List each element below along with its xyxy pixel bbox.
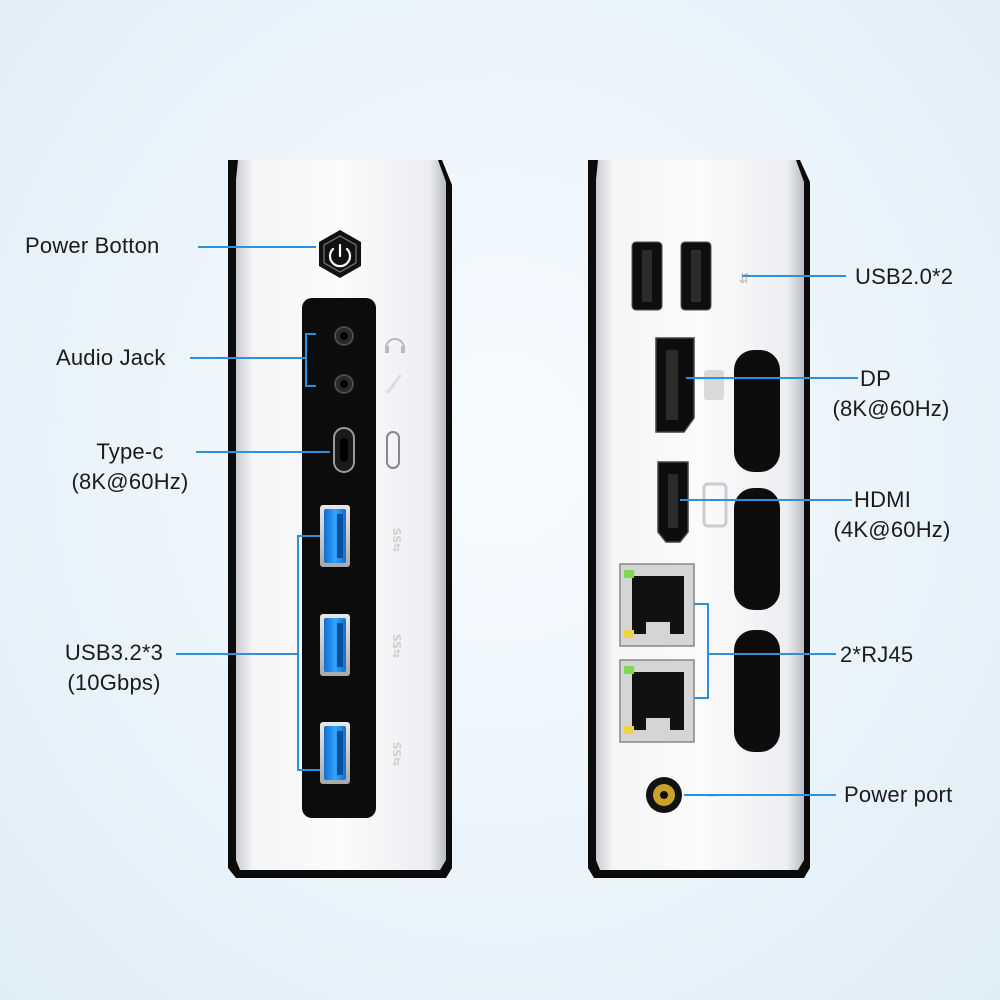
ss-usb-icon: SS⇆ <box>390 634 403 659</box>
rj45-label: 2*RJ45 <box>840 642 914 667</box>
rj45-port-2[interactable] <box>619 659 695 743</box>
ss-usb-icon: SS⇆ <box>390 742 403 767</box>
usb32-sub-label: (10Gbps) <box>67 670 161 695</box>
rj45-port-1[interactable] <box>619 563 695 647</box>
audio-jack-label: Audio Jack <box>56 345 166 370</box>
audio-jacks[interactable] <box>334 326 354 394</box>
hdmi-label: HDMI <box>854 487 912 512</box>
front-unit: SS⇆ SS⇆ SS⇆ <box>228 160 452 878</box>
bracket-audio-jack <box>305 333 316 387</box>
hdmi-sub-label: (4K@60Hz) <box>833 517 951 542</box>
dp-icon <box>704 370 724 400</box>
vent <box>734 630 780 752</box>
headphone-icon <box>385 338 405 353</box>
power-port[interactable] <box>646 777 682 813</box>
usb20-label: USB2.0*2 <box>855 264 954 289</box>
usb20-port-2[interactable] <box>680 241 712 311</box>
hdmi-icon <box>702 482 728 528</box>
displayport[interactable] <box>655 337 695 433</box>
usb32-port-1[interactable] <box>320 505 350 567</box>
bracket-usb32 <box>297 535 320 771</box>
power-port-label: Power port <box>844 782 953 807</box>
type-c-port[interactable] <box>333 427 355 473</box>
hdmi-port[interactable] <box>657 461 689 543</box>
hdmi-label-group: HDMI (4K@60Hz) <box>826 485 958 545</box>
type-c-sub-label: (8K@60Hz) <box>71 469 189 494</box>
dp-label-group: DP (8K@60Hz) <box>826 364 956 424</box>
type-c-label-group: Type-c (8K@60Hz) <box>60 437 200 497</box>
usb32-label-group: USB3.2*3 (10Gbps) <box>54 638 174 698</box>
usb20-port-1[interactable] <box>631 241 663 311</box>
usb32-port-2[interactable] <box>320 614 350 676</box>
usb32-port-3[interactable] <box>320 722 350 784</box>
microphone-icon <box>386 374 402 394</box>
bracket-rj45 <box>694 603 709 699</box>
power-button[interactable] <box>319 230 361 278</box>
vent <box>734 488 780 610</box>
type-c-label: Type-c <box>96 439 164 464</box>
usb32-label: USB3.2*3 <box>64 640 164 665</box>
dp-label: DP <box>860 366 891 391</box>
vent <box>734 350 780 472</box>
power-button-label: Power Botton <box>25 233 160 258</box>
ss-usb-icon: SS⇆ <box>390 528 403 553</box>
type-c-icon <box>386 431 400 469</box>
callout-lines <box>176 246 858 796</box>
dp-sub-label: (8K@60Hz) <box>832 396 950 421</box>
rear-unit: ⇆ <box>588 160 810 878</box>
usb-icon: ⇆ <box>737 272 753 284</box>
